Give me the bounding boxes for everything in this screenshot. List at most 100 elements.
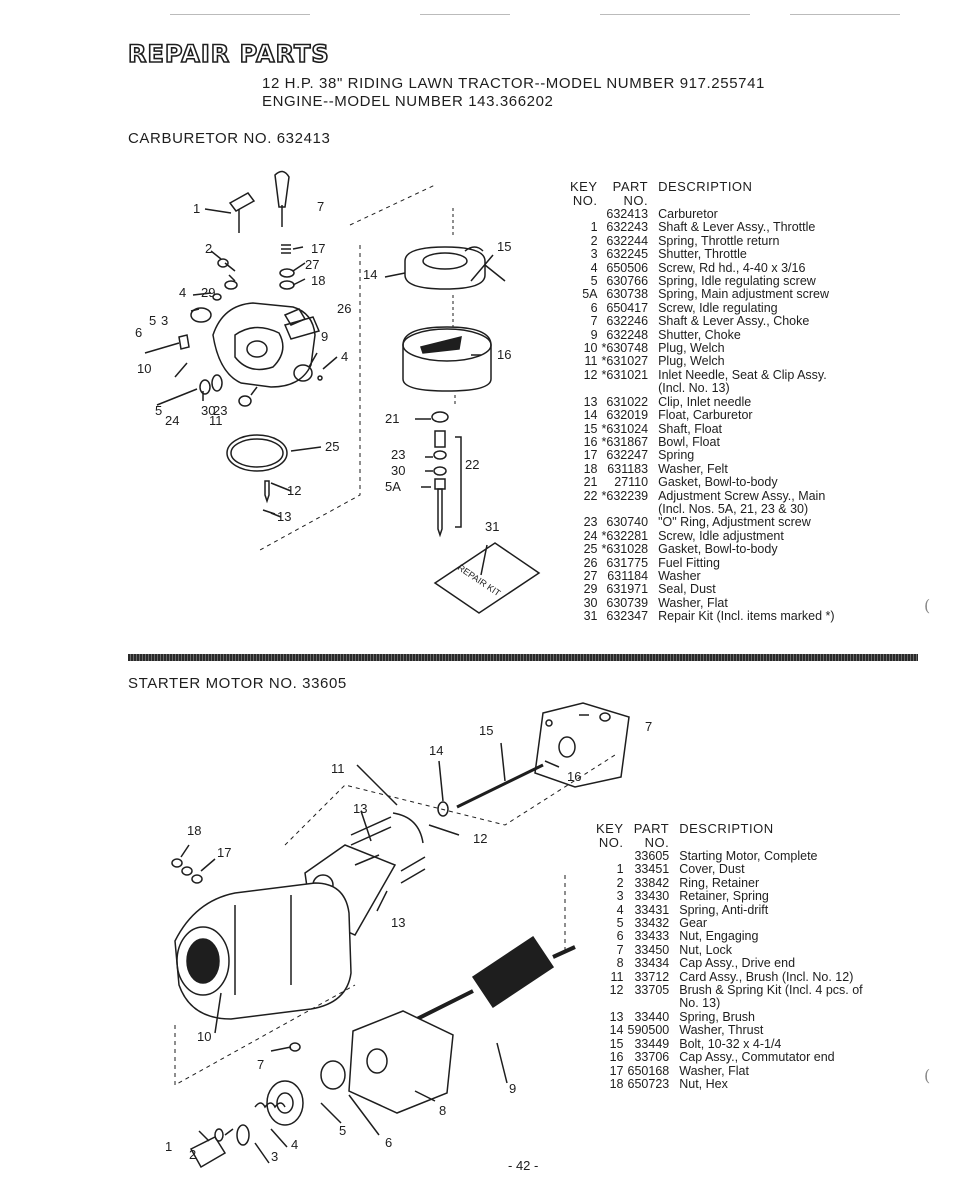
key-cell: 26: [583, 555, 598, 570]
part-number-cell: 33712: [634, 969, 670, 984]
callout-number: 18: [187, 823, 201, 838]
key-cell: 2: [590, 233, 598, 248]
key-header: KEY: [596, 821, 624, 836]
description-cell: Washer: [658, 568, 701, 583]
key-cell: 24: [583, 528, 598, 543]
description-cell: Spring, Main adjustment screw: [658, 287, 829, 302]
part-number-cell: 33706: [634, 1050, 670, 1065]
part-number-cell: 631775: [606, 555, 649, 570]
callout-number: 2: [189, 1147, 196, 1162]
part-number-cell: *631028: [601, 542, 649, 557]
starter-section-title: STARTER MOTOR NO. 33605: [128, 675, 347, 692]
key-cell: [596, 850, 628, 863]
callout-number: 11: [331, 761, 345, 776]
key-cell: 17: [609, 1063, 624, 1078]
description-cell: Cap Assy., Drive end: [679, 956, 796, 971]
callout-number: 15: [479, 723, 493, 738]
part-number-cell: 631971: [606, 582, 649, 597]
description-cell: Shaft & Lever Assy., Throttle: [658, 220, 816, 235]
callout-number: 16: [497, 347, 511, 362]
description-cell: Washer, Flat: [658, 595, 728, 610]
description-cell: Screw, Idle adjustment: [658, 528, 784, 543]
part-number-cell: 632245: [606, 247, 649, 262]
part-number-cell: 650417: [606, 300, 649, 315]
key-cell: 16: [609, 1050, 624, 1065]
key-cell: 18: [609, 1076, 624, 1091]
callout-number: 27: [305, 257, 319, 272]
part-number-cell: *631027: [601, 354, 649, 369]
key-cell: 14: [609, 1023, 624, 1038]
description-cell: Seal, Dust: [658, 582, 716, 597]
part-number-cell: 632019: [606, 408, 649, 423]
key-cell: [570, 208, 602, 221]
callout-number: 5: [339, 1123, 346, 1138]
part-number-cell: 33430: [634, 889, 670, 904]
description-cell: Card Assy., Brush (Incl. No. 12): [679, 969, 854, 984]
part-number-cell: [602, 503, 659, 516]
description-cell: Fuel Fitting: [658, 555, 720, 570]
callout-number: 1: [193, 201, 200, 216]
page-title: REPAIR PARTS: [127, 39, 330, 69]
description-cell: Float, Carburetor: [658, 408, 753, 423]
key-cell: 27: [583, 568, 598, 583]
page-number: - 42 -: [508, 1158, 539, 1173]
description-cell: No. 13): [679, 996, 721, 1011]
callout-number: 13: [353, 801, 367, 816]
callout-number: 26: [337, 301, 351, 316]
part-number-cell: *632239: [601, 488, 649, 503]
part-number-cell: 630740: [606, 515, 649, 530]
key-cell: [596, 997, 628, 1010]
part-number-cell: 631022: [606, 394, 649, 409]
description-cell: Nut, Engaging: [679, 929, 759, 944]
table-header-row: KEY PART DESCRIPTION: [570, 180, 835, 194]
part-number-cell: 33450: [634, 942, 670, 957]
callout-number: 4: [179, 285, 186, 300]
description-cell: Screw, Idle regulating: [658, 300, 778, 315]
description-cell: Shaft & Lever Assy., Choke: [658, 314, 810, 329]
key-cell: 1: [616, 862, 624, 877]
callout-number: 6: [135, 325, 142, 340]
part-number-cell: 33434: [634, 956, 670, 971]
key-cell: 11: [584, 354, 598, 369]
description-cell: Spring, Throttle return: [658, 233, 780, 248]
description-cell: Gear: [679, 916, 708, 931]
key-cell: 5: [590, 274, 598, 289]
key-cell: 9: [590, 327, 598, 342]
key-cell: 4: [616, 902, 624, 917]
key-header: KEY: [570, 179, 598, 194]
tractor-model-line: 12 H.P. 38" RIDING LAWN TRACTOR--MODEL N…: [262, 75, 765, 92]
description-cell: Shutter, Throttle: [658, 247, 747, 262]
callout-number: 31: [485, 519, 499, 534]
scan-line: [420, 14, 510, 15]
description-cell: Carburetor: [658, 207, 718, 221]
table-header-row: KEY PART DESCRIPTION: [596, 822, 863, 836]
description-cell: Nut, Lock: [679, 942, 733, 957]
description-cell: Shutter, Choke: [658, 327, 741, 342]
description-cell: Repair Kit (Incl. items marked *): [658, 609, 835, 624]
key-cell: 13: [583, 394, 598, 409]
part-number-cell: 630739: [606, 595, 649, 610]
callout-number: 5: [149, 313, 156, 328]
callout-number: 10: [197, 1029, 211, 1044]
part-number-cell: 632347: [606, 609, 649, 624]
part-number-cell: 630766: [606, 274, 649, 289]
description-cell: Brush & Spring Kit (Incl. 4 pcs. of: [679, 983, 863, 998]
callout-number: 18: [311, 273, 325, 288]
